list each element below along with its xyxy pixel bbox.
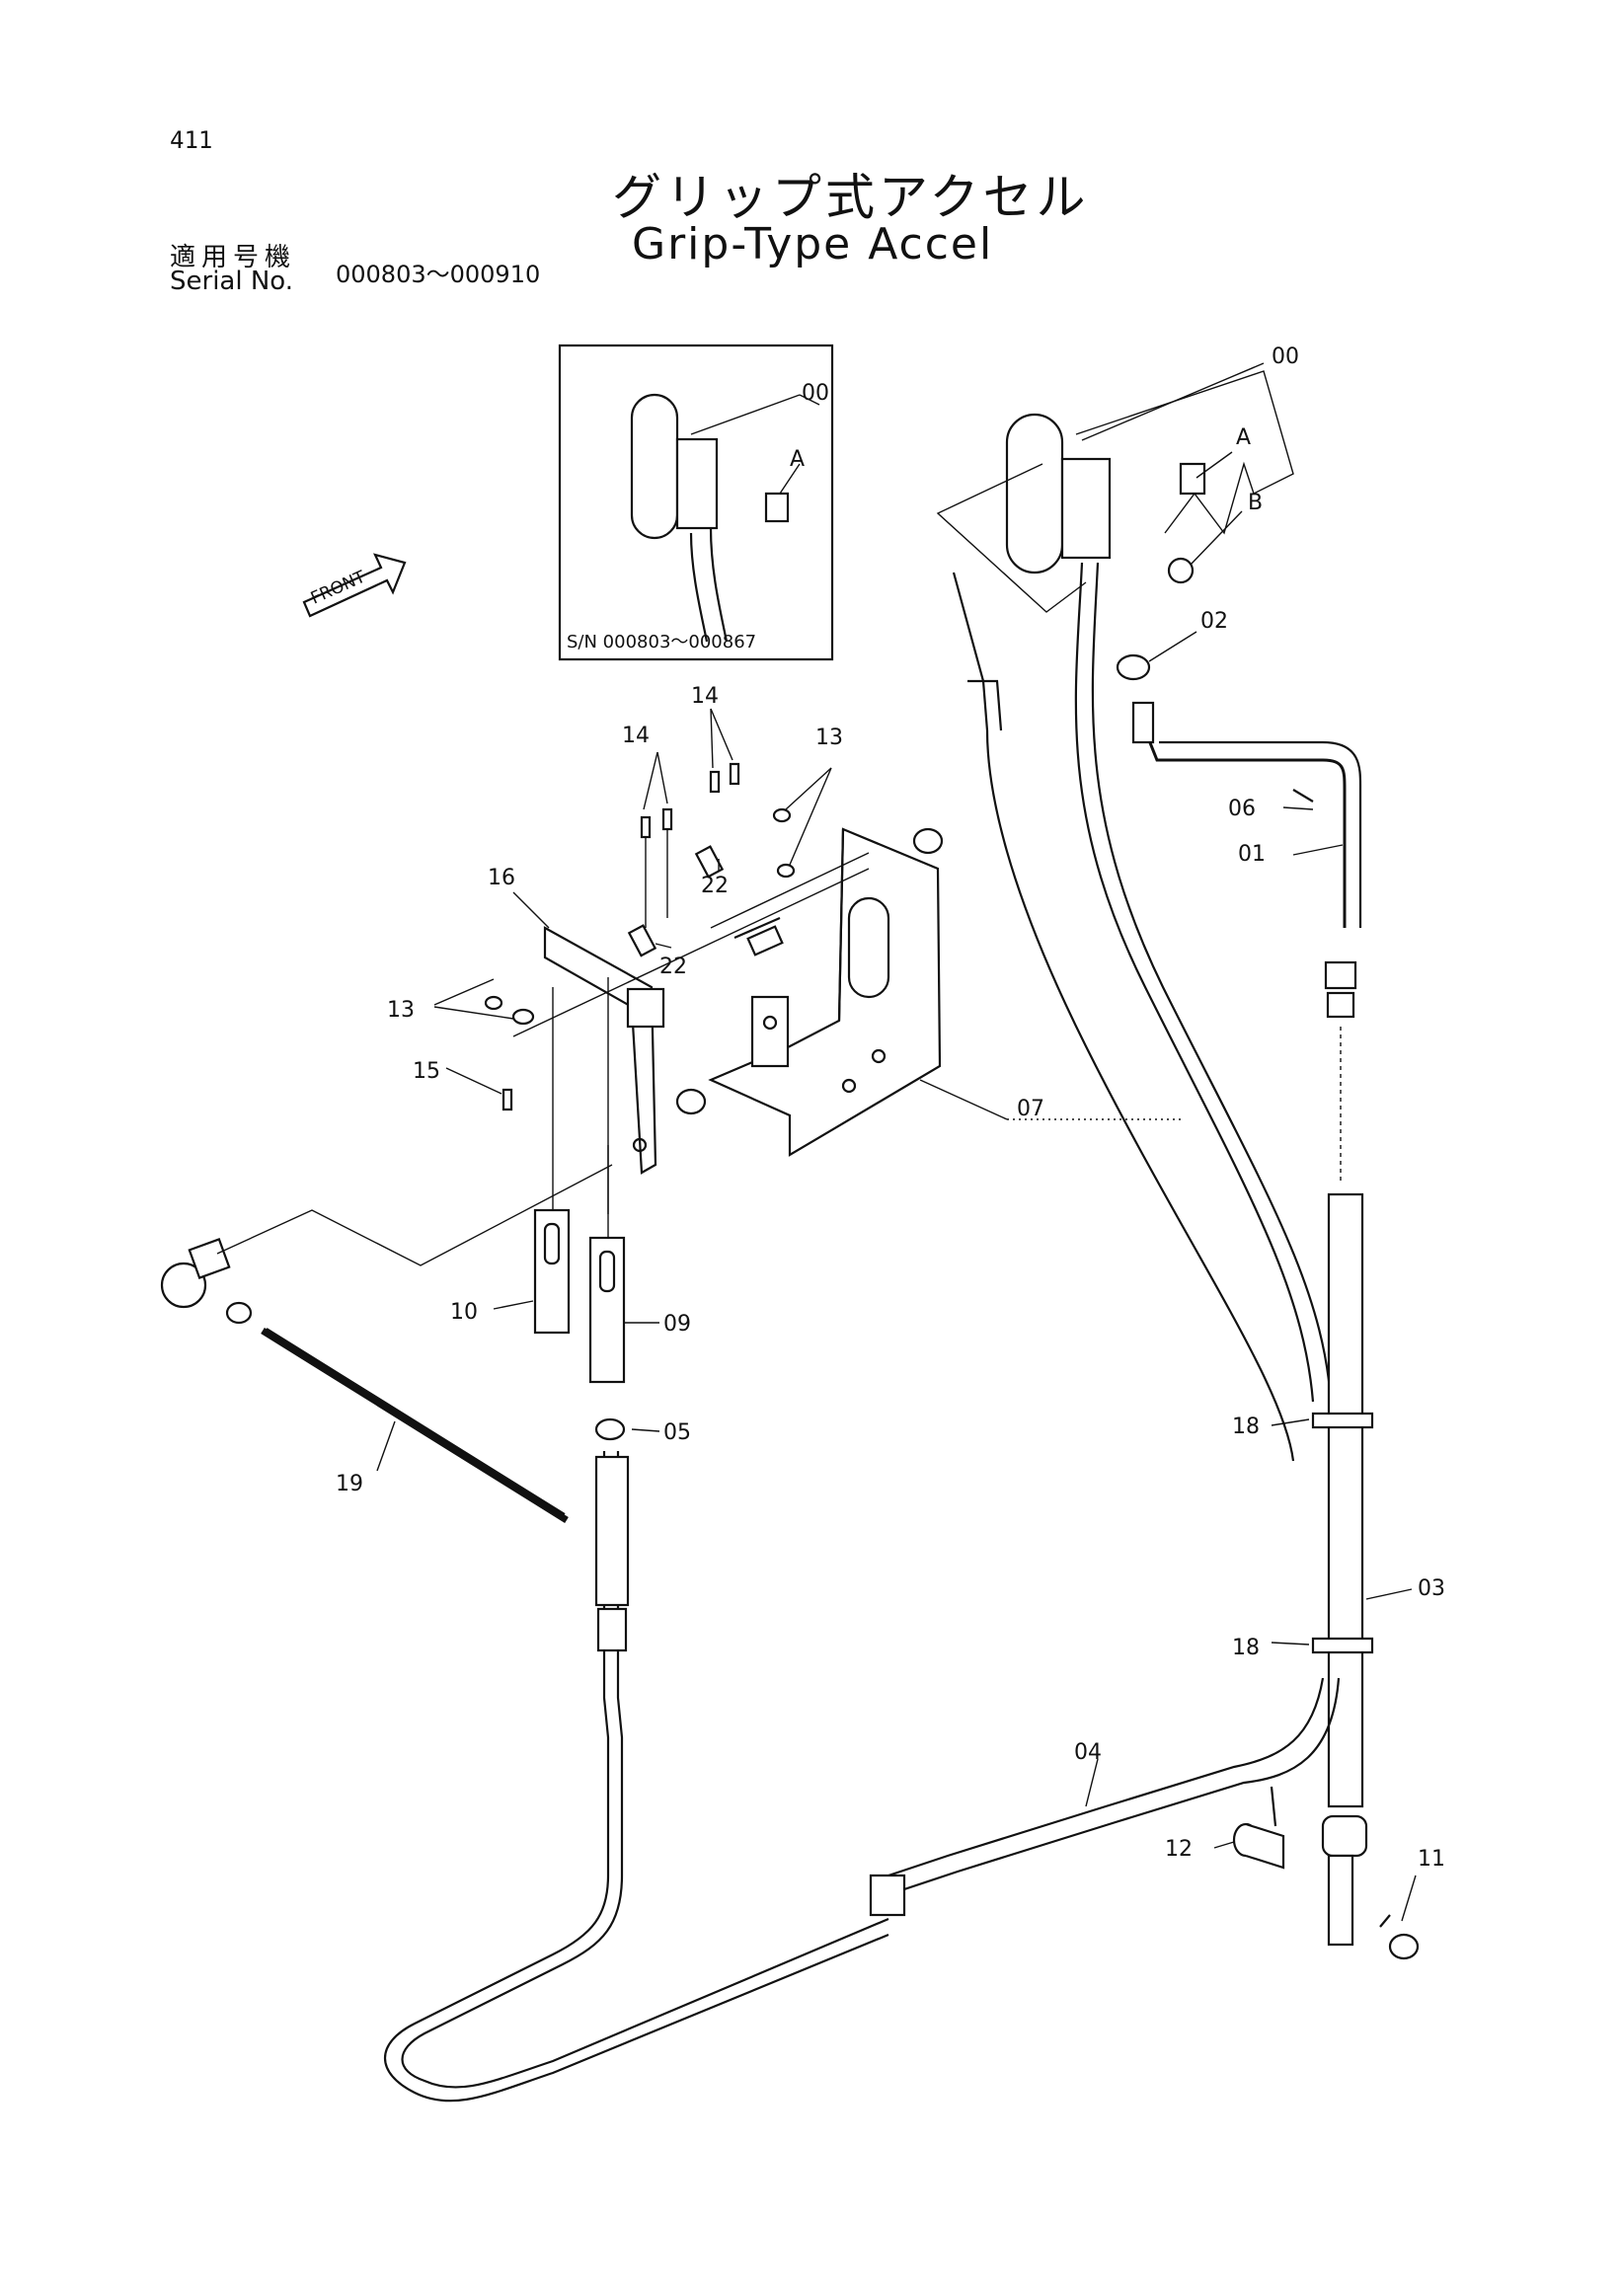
clamp-18-upper — [1311, 1412, 1374, 1429]
callout-14-right: 14 — [691, 684, 719, 709]
inset-label-00: 00 — [802, 381, 829, 406]
ball-joint — [160, 1262, 207, 1309]
callout-a: A — [1236, 425, 1251, 450]
accel-cable — [384, 1417, 889, 2103]
callout-10: 10 — [450, 1300, 478, 1325]
nut-upper — [912, 827, 944, 855]
front-marker: FRONT — [302, 553, 407, 618]
callout-03: 03 — [1418, 1576, 1445, 1601]
nut-02 — [1116, 653, 1151, 681]
callout-11: 11 — [1418, 1847, 1445, 1872]
callout-19: 19 — [336, 1472, 363, 1496]
block-09 — [588, 1236, 626, 1384]
inset-serial-note: S/N 000803～000867 — [567, 632, 756, 652]
bracket-07 — [708, 827, 942, 1157]
callout-22-upper: 22 — [701, 874, 729, 898]
fitting-lower — [1326, 991, 1355, 1019]
inset-grip-bracket — [675, 437, 719, 530]
block-10 — [533, 1208, 571, 1335]
inset-switch-a — [764, 492, 790, 523]
callout-07: 07 — [1017, 1097, 1044, 1121]
main-grip-bracket — [1060, 457, 1112, 560]
blocks — [533, 977, 626, 1384]
tube-clamp — [1321, 1814, 1368, 1858]
tube-03 — [1327, 1192, 1364, 1808]
nut-mid — [675, 1088, 707, 1115]
callout-15: 15 — [413, 1059, 440, 1084]
callout-18-lower: 18 — [1232, 1636, 1260, 1660]
callout-18-upper: 18 — [1232, 1415, 1260, 1439]
button-b — [1167, 557, 1195, 584]
clamp-18-lower — [1311, 1637, 1374, 1654]
callout-05: 05 — [663, 1420, 691, 1445]
main-grip-assembly — [936, 370, 1374, 1947]
callouts: 00 A B 02 06 01 03 04 05 07 09 10 11 12 … — [336, 344, 1445, 1872]
main-grip — [1005, 413, 1064, 574]
inset-grip — [630, 393, 679, 540]
callout-02: 02 — [1200, 609, 1228, 634]
page-number: 411 — [170, 126, 213, 154]
cable-ferrule — [596, 1607, 628, 1652]
page-title-japanese: グリップ式アクセル — [612, 169, 1090, 226]
page-title-english: Grip-Type Accel — [632, 219, 994, 269]
callout-13-lower: 13 — [387, 998, 415, 1023]
callout-00: 00 — [1272, 344, 1299, 369]
serial-label-english: Serial No. — [170, 267, 293, 296]
serial-label-japanese: 適用号機 — [170, 243, 297, 272]
callout-12: 12 — [1165, 1837, 1193, 1862]
callout-04: 04 — [1074, 1740, 1102, 1765]
harness-04 — [869, 1677, 1420, 1960]
serial-range: 000803～000910 — [336, 261, 541, 288]
fitting-upper — [1324, 960, 1357, 990]
rod-19 — [160, 1164, 613, 1523]
callout-16: 16 — [488, 866, 515, 890]
callout-b: B — [1248, 491, 1263, 515]
switch-a — [1179, 462, 1206, 496]
callout-14-left: 14 — [622, 724, 650, 748]
callout-13-upper: 13 — [815, 726, 843, 750]
cable-threaded-end — [594, 1455, 630, 1607]
callout-01: 01 — [1238, 842, 1266, 867]
callout-22-lower: 22 — [659, 955, 687, 979]
fitting-01 — [1131, 701, 1155, 744]
callout-06: 06 — [1228, 797, 1256, 821]
leader-lines — [376, 362, 1417, 1922]
bolt-11 — [1388, 1933, 1420, 1960]
clevis-end — [746, 925, 784, 957]
inset-box: 00 A S/N 000803～000867 — [558, 344, 834, 661]
callout-09: 09 — [663, 1312, 691, 1337]
lever-plate-16 — [543, 926, 665, 1214]
connector-04 — [869, 1874, 906, 1917]
tube-bracket — [1327, 1854, 1354, 1947]
inset-label-a: A — [790, 447, 805, 472]
hardware — [484, 762, 944, 1115]
nut-05 — [594, 1417, 626, 1441]
